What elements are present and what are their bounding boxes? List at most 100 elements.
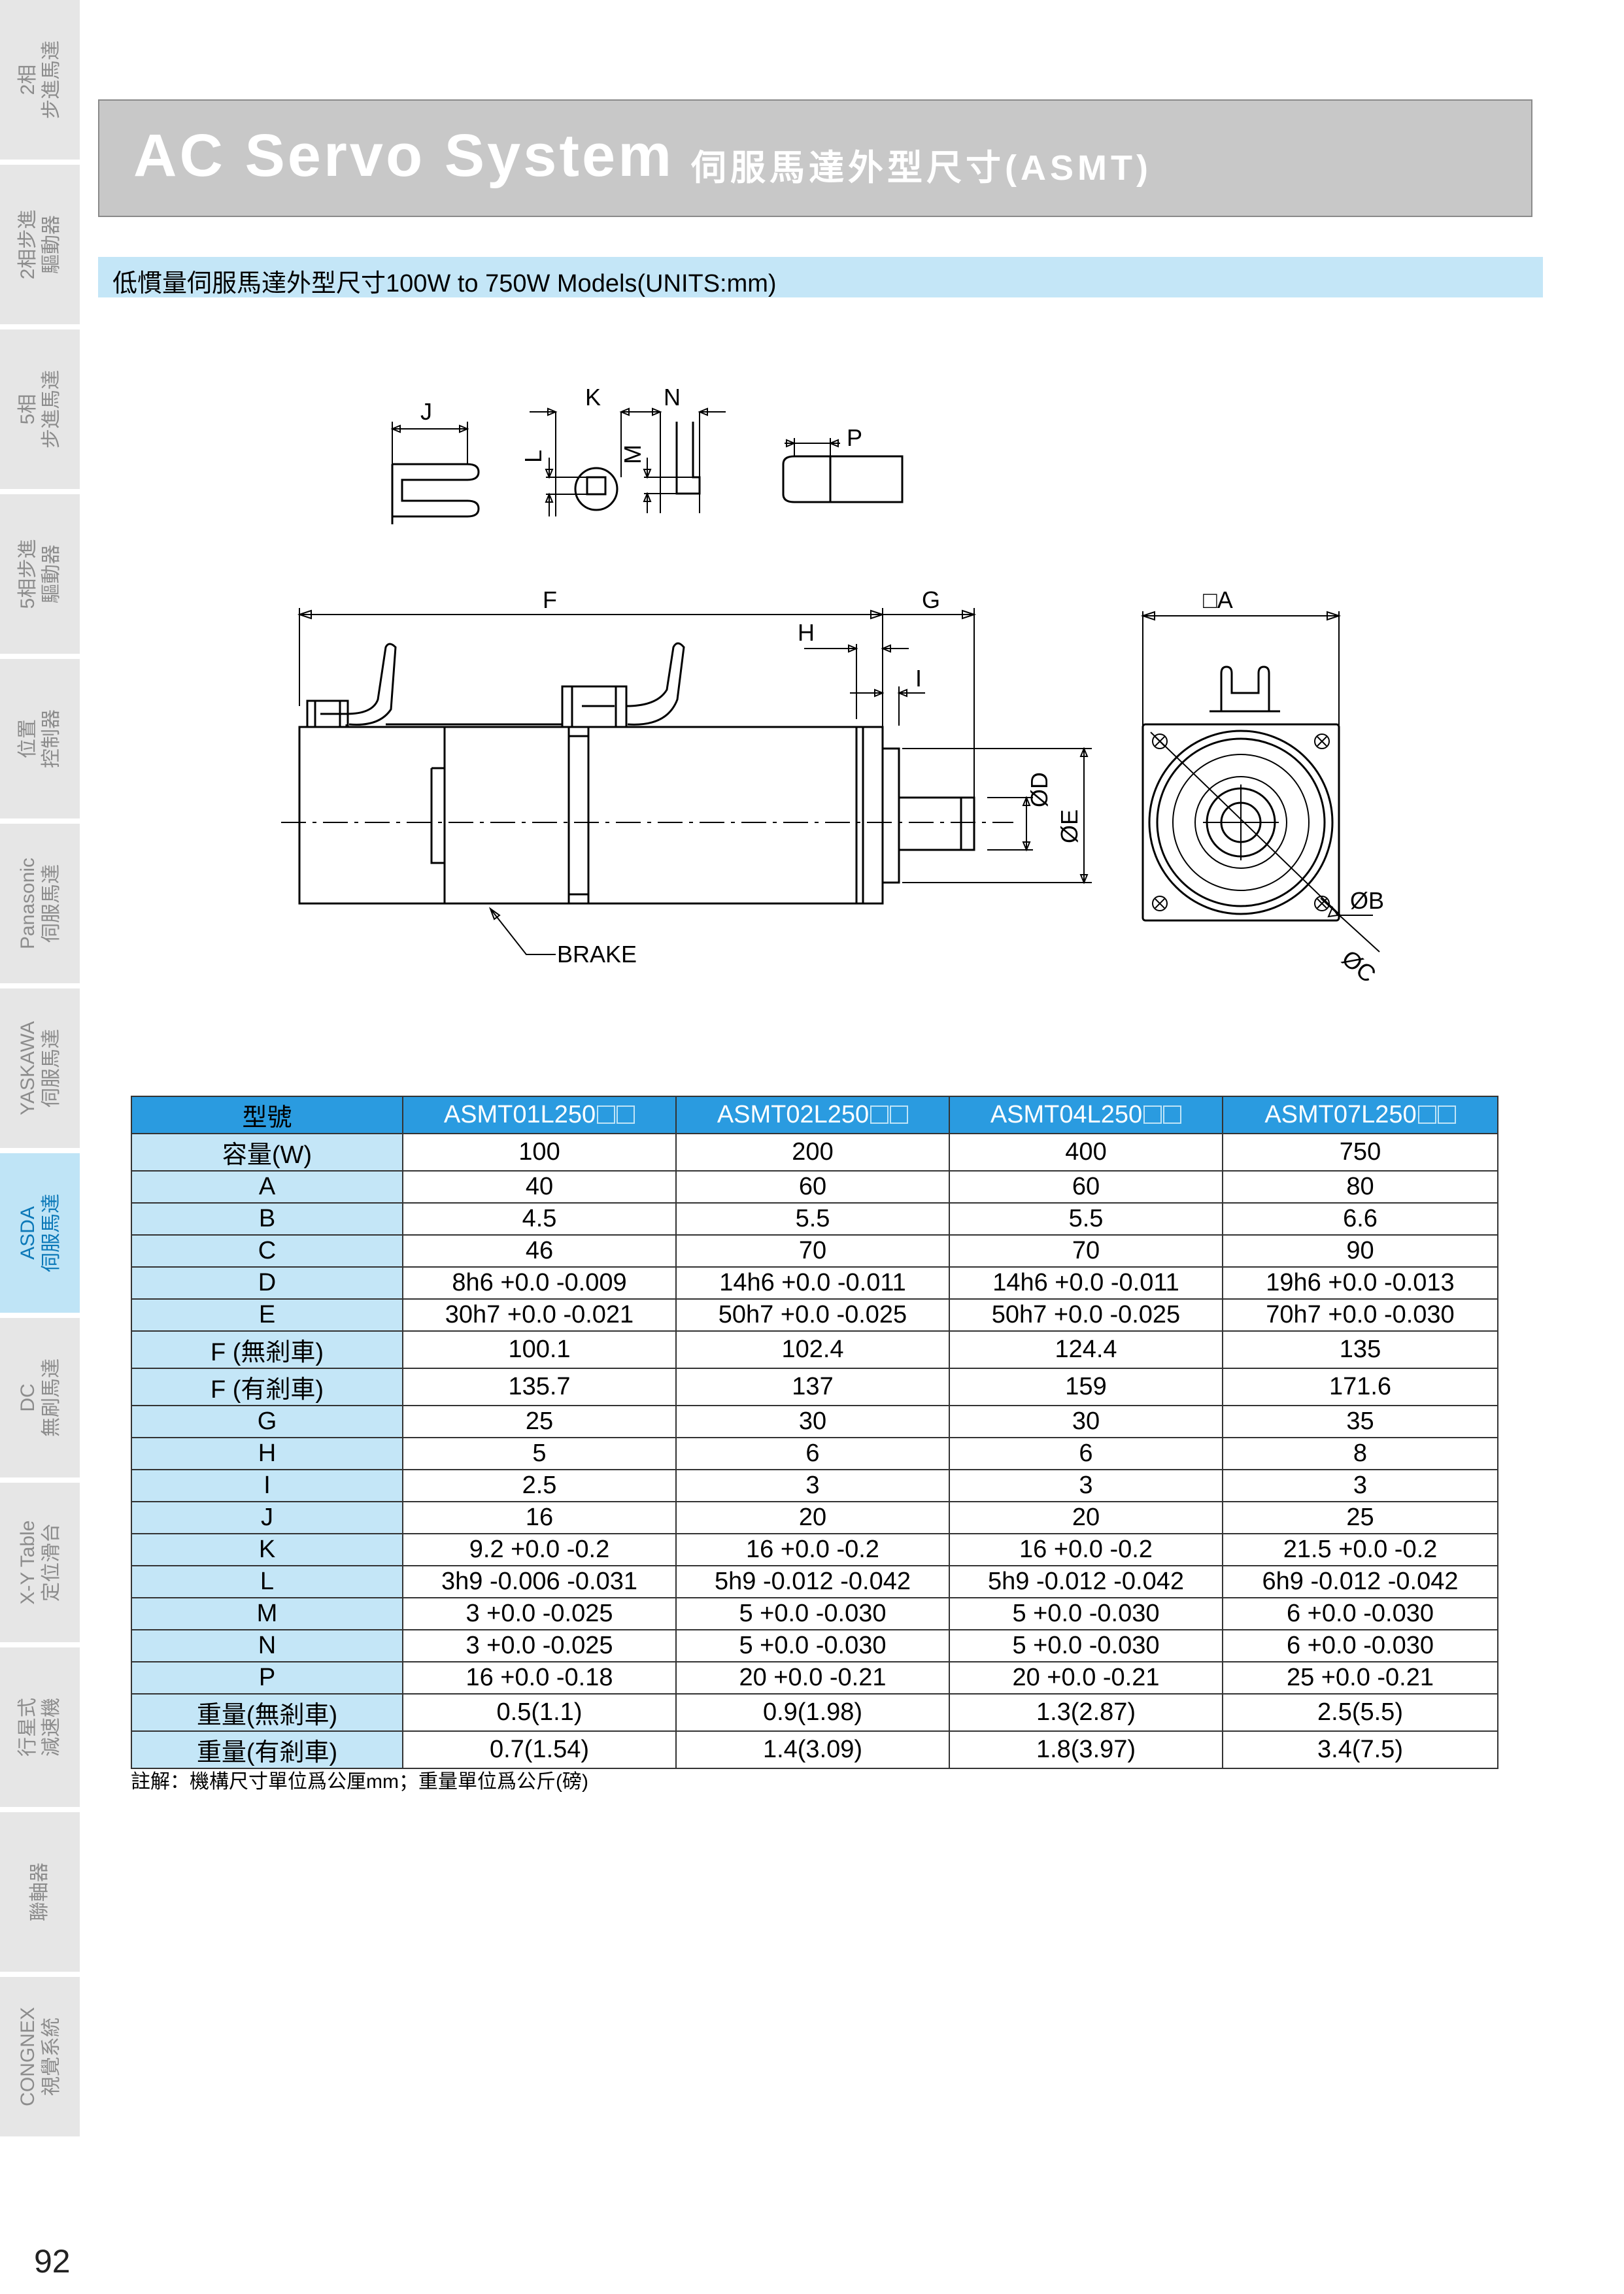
table-cell: 25 [402,1405,677,1438]
sidebar-tab-5phase-stepper-motor[interactable]: 5相步進馬達 [0,329,80,492]
table-cell: 6 [675,1437,950,1470]
column-header-model: ASMT02L250 [675,1096,950,1134]
motor-front-view-drawing: □A ØB ØC [1140,586,1384,988]
dim-label-g: G [922,586,940,613]
table-cell: 1.3(2.87) [949,1693,1223,1732]
table-cell: 3 [675,1469,950,1502]
tab-label-line1: 位置 [17,719,39,758]
tab-label-line2: 步進馬達 [41,41,62,119]
table-cell: 14h6 +0.0 -0.011 [675,1266,950,1300]
tab-label-line2: 控制器 [41,709,62,768]
sidebar-tab-position-controller[interactable]: 位置控制器 [0,659,80,821]
table-cell: 6h9 -0.012 -0.042 [1222,1565,1498,1598]
table-cell: 5h9 -0.012 -0.042 [675,1565,950,1598]
key-detail-drawing: J K L N M P [390,384,904,524]
sidebar-tab-2phase-stepper-driver[interactable]: 2相步進驅動器 [0,165,80,327]
table-cell: 124.4 [949,1330,1223,1369]
table-cell: 1.4(3.09) [675,1730,950,1769]
table-cell: 2.5 [402,1469,677,1502]
table-cell: 50h7 +0.0 -0.025 [949,1298,1223,1332]
sidebar-tab-planetary-gearbox[interactable]: 行星式減速機 [0,1647,80,1810]
table-cell: 8 [1222,1437,1498,1470]
row-label: F (有剎車) [131,1368,403,1406]
tab-label-line1: DC [17,1383,39,1412]
table-cell: 70 [675,1234,950,1268]
table-cell: 6.6 [1222,1202,1498,1236]
table-cell: 0.7(1.54) [402,1730,677,1769]
tab-label-line2: 視覺系統 [41,2017,62,2096]
table-cell: 5 [402,1437,677,1470]
table-cell: 3 +0.0 -0.025 [402,1629,677,1662]
tab-label-line1: ASDA [17,1206,39,1260]
row-label: C [131,1234,403,1268]
n-m-detail: N M [619,384,726,513]
table-cell: 90 [1222,1234,1498,1268]
table-cell: 25 +0.0 -0.21 [1222,1661,1498,1695]
table-cell: 35 [1222,1405,1498,1438]
table-cell: 19h6 +0.0 -0.013 [1222,1266,1498,1300]
tab-label-line2: 無刷馬達 [41,1358,62,1437]
row-label: B [131,1202,403,1236]
tab-label-line2: 步進馬達 [41,370,62,448]
dim-label-e: ØE [1056,809,1083,843]
j-detail: J [390,398,480,524]
column-header-model: ASMT04L250 [949,1096,1223,1134]
table-cell: 70 [949,1234,1223,1268]
table-cell: 135 [1222,1330,1498,1369]
table-cell: 70h7 +0.0 -0.030 [1222,1298,1498,1332]
table-cell: 20 [675,1501,950,1534]
table-cell: 6 +0.0 -0.030 [1222,1597,1498,1630]
table-cell: 102.4 [675,1330,950,1369]
dim-label-a: □A [1203,586,1233,613]
sidebar-tab-5phase-stepper-driver[interactable]: 5相步進驅動器 [0,494,80,656]
table-cell: 135.7 [402,1368,677,1406]
table-cell: 3h9 -0.006 -0.031 [402,1565,677,1598]
tab-label-line2: 聯軸器 [29,1863,50,1921]
table-cell: 30 [949,1405,1223,1438]
table-cell: 16 +0.0 -0.18 [402,1661,677,1695]
dim-label-h: H [798,619,815,646]
sidebar-tab-2phase-stepper-motor[interactable]: 2相步進馬達 [0,0,80,162]
motor-flange [1142,723,1340,922]
dim-label-c: ØC [1337,945,1381,988]
tab-label-line1: Panasonic [17,857,39,950]
table-cell: 80 [1222,1170,1498,1204]
page-header: AC Servo System 伺服馬達外型尺寸(ASMT) [98,99,1532,217]
row-label: M [131,1597,403,1630]
tab-label-line2: 驅動器 [41,545,62,603]
row-label: E [131,1298,403,1332]
table-cell: 60 [675,1170,950,1204]
table-cell: 5h9 -0.012 -0.042 [949,1565,1223,1598]
row-label: 重量(無剎車) [131,1693,403,1732]
dim-label-d: ØD [1026,772,1053,807]
table-cell: 30 [675,1405,950,1438]
table-cell: 16 +0.0 -0.2 [675,1533,950,1566]
tab-label-line2: 伺服馬達 [41,1029,62,1108]
footnote: 註解：機構尺寸單位爲公厘mm；重量單位爲公斤(磅) [131,1771,588,1793]
tab-label-line1: 行星式 [17,1698,39,1757]
row-label: 容量(W) [131,1133,403,1172]
dim-label-l: L [520,450,547,463]
table-cell: 5 +0.0 -0.030 [675,1629,950,1662]
motor-side-view-drawing: F G H I ØD ØE BRAKE [281,586,1092,968]
column-header-model: ASMT07L250 [1222,1096,1498,1134]
page-title: AC Servo System [133,122,674,189]
table-cell: 100.1 [402,1330,677,1369]
tab-label-line1: X-Y Table [17,1520,39,1605]
sidebar-tab-coupling[interactable]: 聯軸器 [0,1812,80,1974]
row-label: L [131,1565,403,1598]
